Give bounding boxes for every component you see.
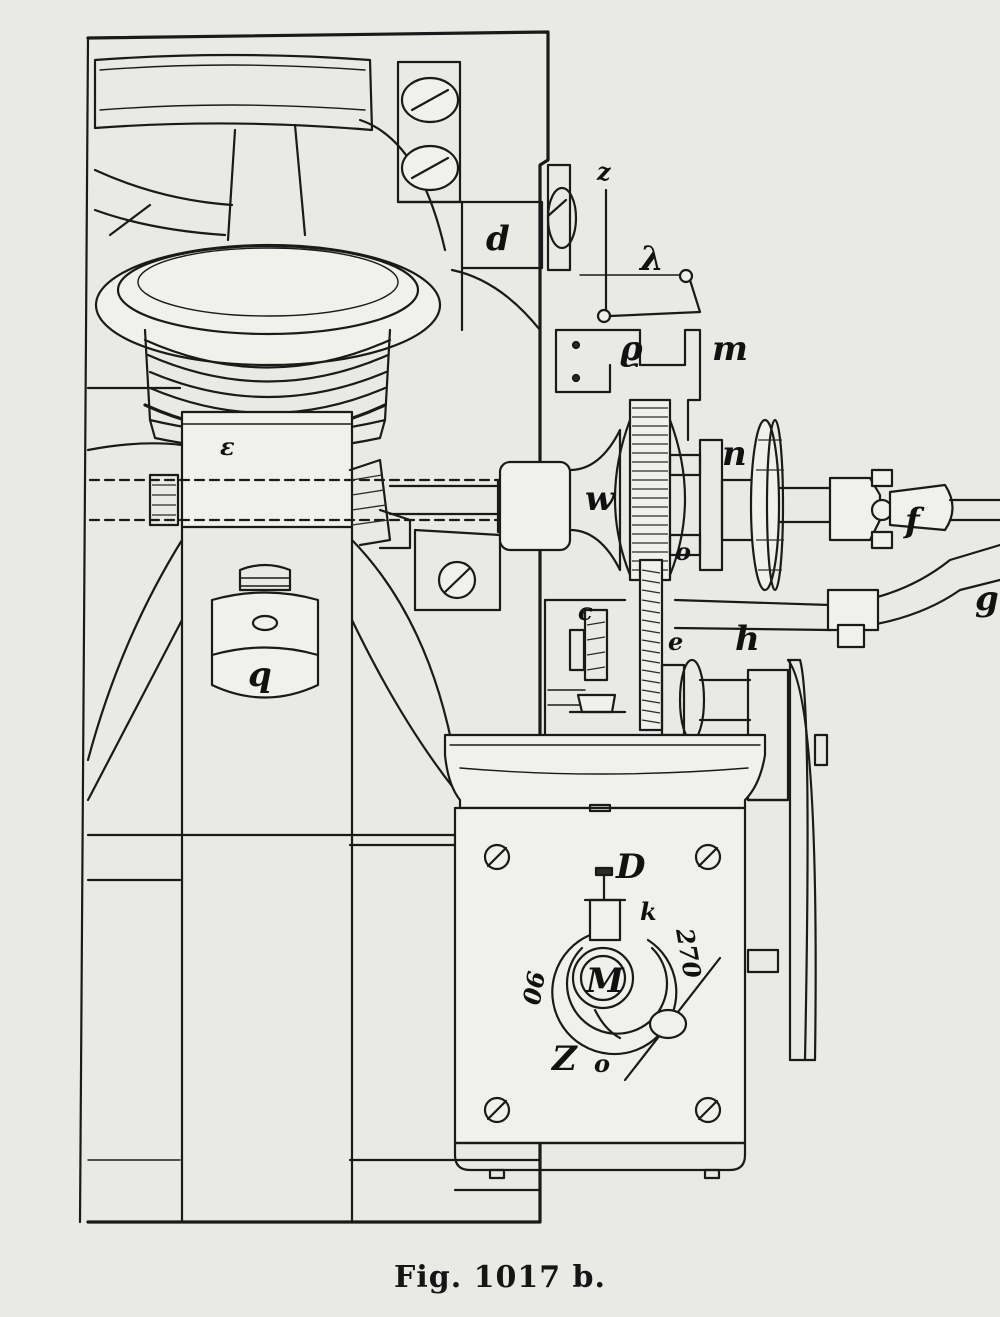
control-linkage: [554, 188, 702, 442]
label-w: w: [585, 479, 616, 519]
lower-pulley: [660, 658, 829, 1062]
label-90: 90: [516, 969, 550, 1007]
weight-q: [210, 563, 320, 699]
label-epsilon: ε: [220, 432, 235, 461]
vertical-rack: [638, 558, 664, 732]
horizontal-shaft: [88, 458, 502, 550]
label-z: z: [596, 157, 612, 186]
label-f: f: [903, 501, 925, 541]
label-c: c: [578, 597, 593, 626]
label-k: k: [640, 897, 657, 926]
shaft-bracket: [413, 528, 502, 612]
label-lambda: λ: [638, 239, 664, 279]
label-o: o: [675, 537, 691, 566]
label-o-dial: o: [594, 1049, 610, 1078]
label-e: e: [668, 627, 683, 656]
hub-w: [496, 428, 622, 572]
vertical-column: [86, 410, 457, 1224]
universal-joint-f: [828, 468, 1000, 550]
upper-pulley: [93, 53, 447, 452]
label-D: D: [615, 847, 646, 887]
label-q: q: [248, 655, 272, 695]
label-M: M: [585, 961, 625, 1001]
lever-arm-g: [673, 543, 1000, 649]
frame-housing: [78, 30, 550, 1224]
figure-caption: Fig. 1017 b.: [394, 1260, 606, 1295]
label-g: g: [975, 579, 999, 619]
upper-screw-block: [396, 60, 578, 332]
label-m: m: [712, 329, 748, 369]
part-labels: d z λ ϱ m ε n w o f g c e h q D k M Z o …: [220, 157, 999, 1079]
label-Z: Z: [550, 1039, 578, 1079]
disc-n: [698, 418, 832, 592]
label-n: n: [722, 434, 747, 474]
label-h: h: [735, 619, 760, 659]
label-rho: ϱ: [620, 329, 643, 369]
label-d: d: [486, 219, 510, 259]
gear-wheel: [613, 398, 702, 582]
dial-mechanism: [551, 866, 722, 1082]
lower-spindle: [543, 598, 627, 737]
